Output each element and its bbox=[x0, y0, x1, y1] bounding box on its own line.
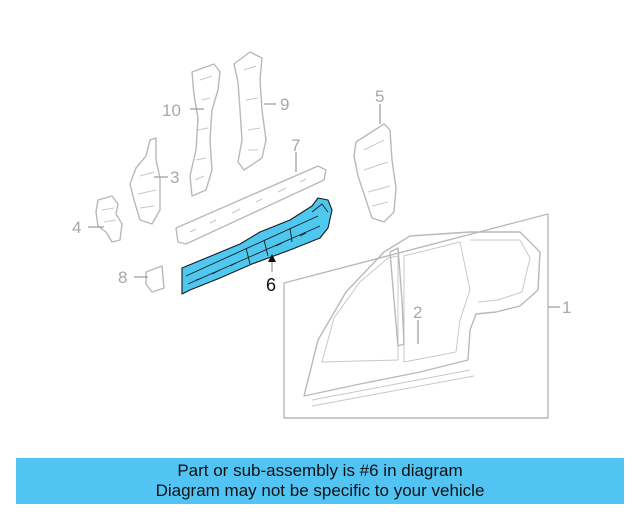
part-9-pillar[interactable] bbox=[233, 51, 267, 171]
part-8-plate[interactable] bbox=[145, 265, 165, 293]
part-4-bracket[interactable] bbox=[95, 195, 123, 243]
part-6-rocker-panel[interactable] bbox=[181, 197, 333, 295]
callout-1: 1 bbox=[562, 298, 571, 317]
part-3-pillar[interactable] bbox=[129, 137, 161, 225]
parts-diagram: 10 9 3 4 7 5 8 bbox=[72, 51, 571, 419]
caption-line-1: Part or sub-assembly is #6 in diagram bbox=[177, 461, 463, 480]
part-2-reinforcement[interactable] bbox=[389, 247, 405, 347]
caption-line-2: Diagram may not be specific to your vehi… bbox=[155, 481, 485, 500]
callout-3: 3 bbox=[170, 168, 179, 187]
callout-2: 2 bbox=[413, 303, 422, 322]
callout-10: 10 bbox=[162, 101, 181, 120]
callout-9: 9 bbox=[280, 95, 289, 114]
part-1-body-side[interactable] bbox=[283, 213, 549, 419]
arrow-6-icon bbox=[268, 254, 276, 262]
info-banner: Part or sub-assembly is #6 in diagram Di… bbox=[16, 458, 624, 504]
part-7-reinforcement[interactable] bbox=[175, 165, 327, 245]
part-10-pillar[interactable] bbox=[189, 63, 221, 197]
part-5-rear-pillar[interactable] bbox=[353, 123, 397, 223]
callout-8: 8 bbox=[118, 268, 127, 287]
callout-4: 4 bbox=[72, 218, 81, 237]
callout-6: 6 bbox=[266, 275, 276, 295]
callout-5: 5 bbox=[375, 87, 384, 106]
callout-7: 7 bbox=[291, 136, 300, 155]
